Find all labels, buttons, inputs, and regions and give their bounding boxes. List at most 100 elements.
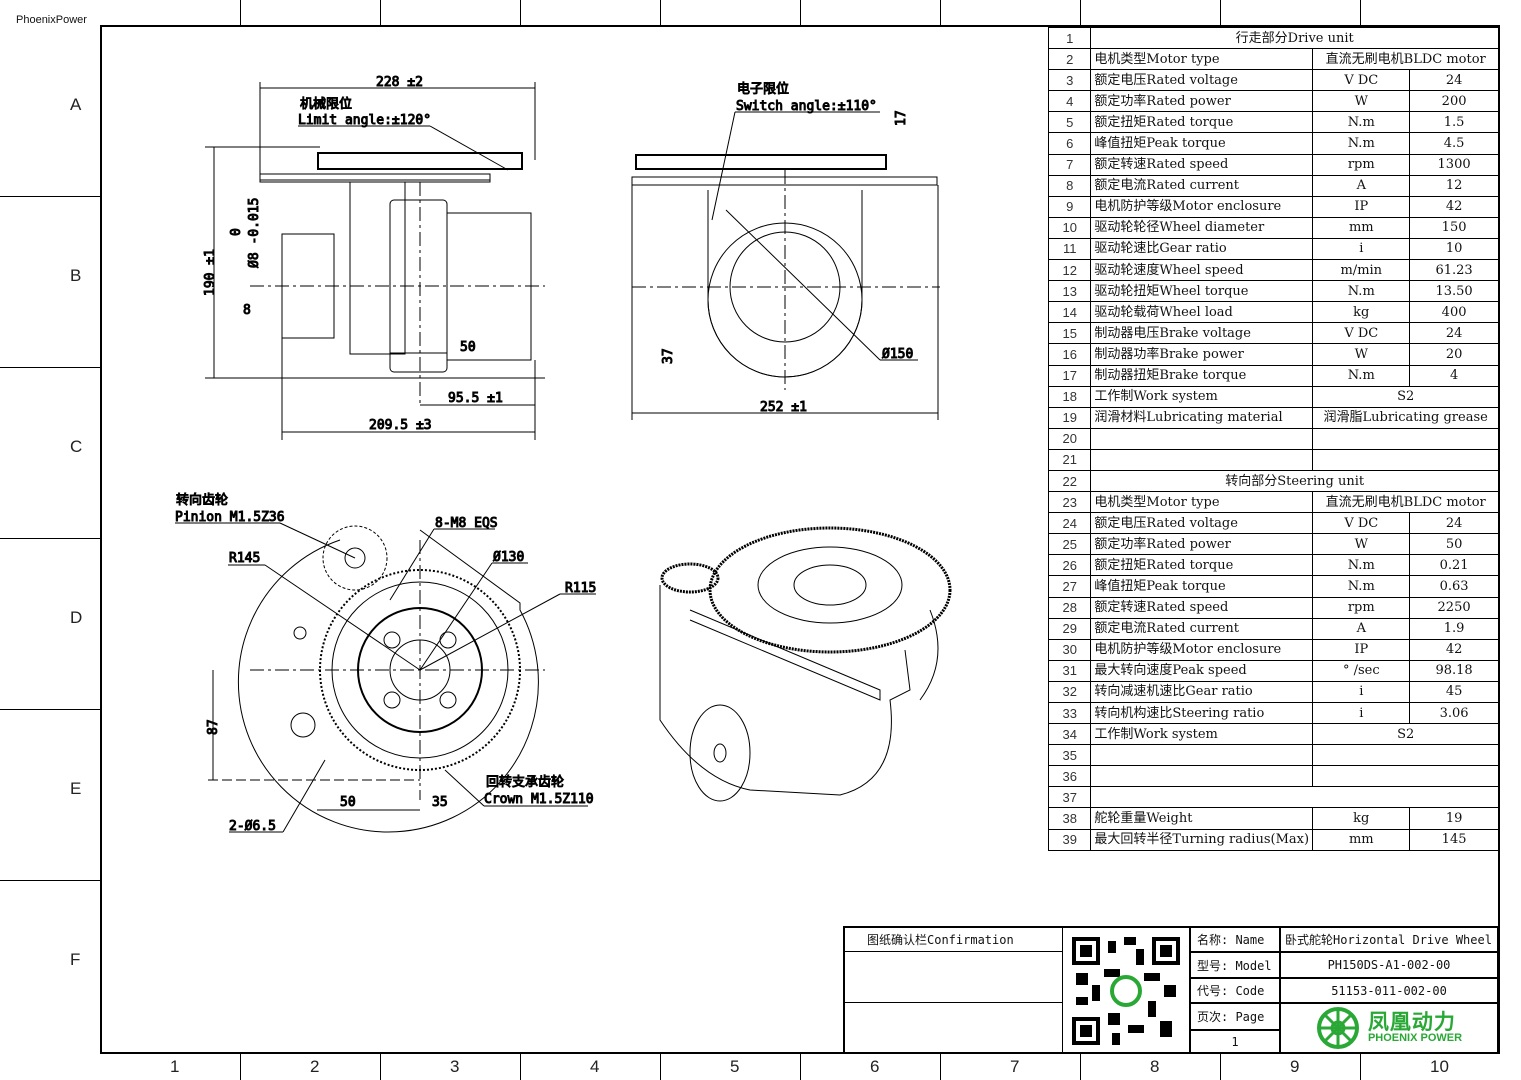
spec-unit: V DC — [1312, 512, 1411, 535]
zone-tick — [1360, 1054, 1361, 1080]
limit-label-en: Limit angle:±120° — [298, 113, 431, 128]
zone-tick — [0, 538, 100, 539]
zone-row-label: A — [70, 95, 82, 114]
name-label: 名称: Name — [1190, 926, 1280, 952]
spec-value: 0.63 — [1409, 575, 1499, 598]
company-logo: 凤凰动力 PHOENIX POWER — [1280, 1003, 1499, 1053]
row-number: 35 — [1047, 744, 1092, 767]
dim-37: 37 — [661, 348, 676, 364]
row-number: 8 — [1047, 174, 1092, 197]
zone-row-label: E — [70, 779, 82, 798]
spec-value: 12 — [1409, 174, 1499, 197]
row-number: 30 — [1047, 638, 1092, 661]
spec-value: 1300 — [1409, 153, 1499, 176]
spec-label: 电机类型Motor type — [1090, 491, 1314, 514]
spec-value: 42 — [1409, 638, 1499, 661]
spec-label: 润滑材料Lubricating material — [1090, 406, 1314, 429]
model-label: 型号: Model — [1190, 952, 1280, 978]
phoenix-wheel-logo-icon — [1316, 1007, 1359, 1049]
row-number: 22 — [1047, 469, 1092, 493]
spec-unit: N.m — [1312, 364, 1411, 387]
spec-value — [1312, 765, 1499, 788]
spec-unit: m/min — [1312, 259, 1411, 282]
row-number: 18 — [1047, 385, 1092, 408]
row-number: 38 — [1047, 807, 1092, 830]
spec-unit: IP — [1312, 195, 1411, 218]
row-number: 25 — [1047, 533, 1092, 556]
confirmation-label: 图纸确认栏Confirmation — [843, 926, 1063, 952]
confirmation-field-1[interactable] — [843, 952, 1063, 1003]
spec-label: 最大转向速度Peak speed — [1090, 659, 1314, 682]
d130-label: Ø130 — [493, 550, 524, 565]
zone-tick — [380, 0, 381, 26]
spec-unit: N.m — [1312, 575, 1411, 598]
row-number: 39 — [1047, 828, 1092, 851]
zone-col-label: 1 — [170, 1057, 180, 1076]
zone-tick — [240, 0, 241, 26]
confirmation-field-2[interactable] — [843, 1003, 1063, 1053]
zone-tick — [1080, 1054, 1081, 1080]
row-number: 28 — [1047, 596, 1092, 619]
dim-50-top: 50 — [340, 795, 356, 810]
spec-label: 舵轮重量Weight — [1090, 807, 1314, 830]
dim-150: Ø150 — [882, 347, 913, 362]
zone-col-label: 6 — [870, 1057, 880, 1076]
code-label: 代号: Code — [1190, 978, 1280, 1003]
row-number: 37 — [1047, 786, 1092, 809]
row-number: 21 — [1047, 448, 1092, 471]
spec-unit: N.m — [1312, 132, 1411, 155]
spec-value: 42 — [1409, 195, 1499, 218]
logo-text-en: PHOENIX POWER — [1367, 1032, 1463, 1044]
spec-row: 37 — [1047, 786, 1499, 809]
dim-95: 95.5 ±1 — [448, 391, 503, 406]
row-number: 14 — [1047, 301, 1092, 324]
spec-unit: mm — [1312, 828, 1411, 851]
row-number: 3 — [1047, 69, 1092, 92]
spec-value: S2 — [1312, 723, 1499, 746]
spec-unit: V DC — [1312, 322, 1411, 345]
spec-value: 150 — [1409, 216, 1499, 239]
zone-row-label: B — [70, 266, 82, 285]
zone-row-label: F — [70, 950, 81, 969]
page-label: 页次: Page — [1190, 1003, 1280, 1030]
shaft-tol: Ø8 -0.015 — [247, 198, 262, 268]
dim-252: 252 ±1 — [760, 400, 807, 415]
spec-label: 额定转速Rated speed — [1090, 596, 1314, 619]
row-number: 27 — [1047, 575, 1092, 598]
r145-label: R145 — [229, 551, 260, 566]
dim-209: 209.5 ±3 — [369, 418, 432, 433]
row-number: 31 — [1047, 659, 1092, 682]
zone-tick — [0, 880, 100, 881]
spec-label: 额定电压Rated voltage — [1090, 512, 1314, 535]
holes-label: 2-Ø6.5 — [229, 819, 276, 834]
spec-label: 电机防护等级Motor enclosure — [1090, 195, 1314, 218]
spec-row: 36 — [1047, 765, 1499, 788]
model-value: PH150DS-A1-002-00 — [1280, 952, 1499, 978]
row-number: 19 — [1047, 406, 1092, 429]
row-number: 32 — [1047, 680, 1092, 704]
spec-unit: mm — [1312, 216, 1411, 239]
switch-label-en: Switch angle:±110° — [736, 99, 877, 114]
spec-value: 13.50 — [1409, 280, 1499, 303]
spec-value: 50 — [1409, 533, 1499, 556]
spec-value: 0.21 — [1409, 554, 1499, 577]
zone-col-label: 10 — [1430, 1057, 1449, 1076]
row-number: 1 — [1047, 26, 1092, 50]
spec-label: 转向机构速比Steering ratio — [1090, 701, 1314, 725]
